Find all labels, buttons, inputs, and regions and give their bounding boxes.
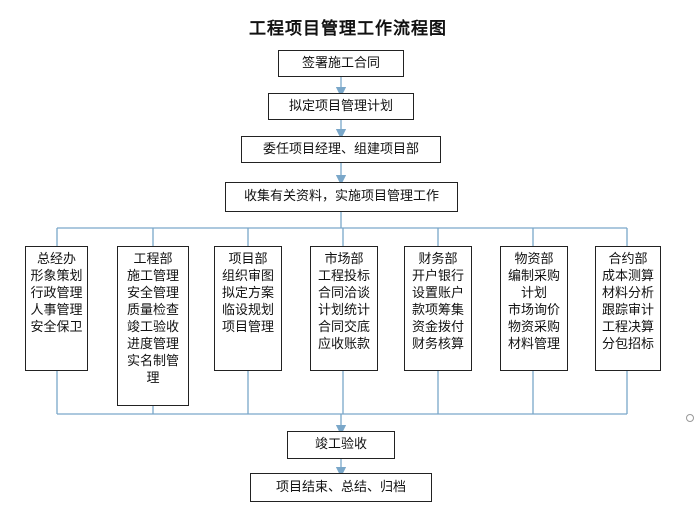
- dept-name: 工程部: [133, 252, 173, 267]
- dept-name: 合约部: [608, 252, 648, 267]
- step-implement-management-label: 收集有关资料，实施项目管理工作: [243, 189, 439, 205]
- dept-engineering: 工程部 施工管理 安全管理 质量检查 竣工验收 进度管理 实名制管 理: [117, 246, 189, 406]
- dept-duty: 组织审图: [221, 269, 274, 284]
- dept-duty: 拟定方案: [221, 286, 274, 301]
- dept-name: 物资部: [514, 252, 554, 267]
- dept-name: 总经办: [36, 252, 76, 267]
- dept-finance: 财务部 开户银行 设置账户 款项筹集 资金拨付 财务核算: [404, 246, 472, 371]
- dept-duty: 成本测算: [601, 269, 654, 284]
- dept-duty: 分包招标: [601, 337, 654, 352]
- dept-project: 项目部 组织审图 拟定方案 临设规划 项目管理: [214, 246, 282, 371]
- dept-name: 财务部: [418, 252, 458, 267]
- dept-duty: 工程决算: [601, 320, 654, 335]
- edge-circle-mark: [686, 414, 694, 422]
- step-completion-acceptance: 竣工验收: [287, 431, 395, 459]
- dept-duty: 项目管理: [221, 320, 274, 335]
- dept-duty: 行政管理: [30, 286, 83, 301]
- dept-duty: 临设规划: [221, 303, 274, 318]
- dept-duty: 安全保卫: [30, 320, 83, 335]
- step-close-archive-label: 项目结束、总结、归档: [275, 479, 406, 495]
- page-title: 工程项目管理工作流程图: [249, 19, 447, 39]
- dept-duty: 跟踪审计: [601, 303, 654, 318]
- dept-duty: 人事管理: [30, 303, 83, 318]
- dept-name: 项目部: [228, 252, 268, 267]
- dept-duty: 形象策划: [30, 269, 83, 284]
- dept-duty: 应收账款: [317, 337, 370, 352]
- dept-duty: 市场询价: [507, 303, 560, 318]
- dept-duty: 编制采购: [507, 269, 560, 284]
- dept-duty: 款项筹集: [411, 303, 464, 318]
- dept-duty: 计划统计: [317, 303, 370, 318]
- step-sign-contract: 签署施工合同: [278, 50, 404, 77]
- step-draft-plan-label: 拟定项目管理计划: [288, 98, 393, 114]
- dept-duty: 质量检查: [126, 303, 179, 318]
- step-draft-plan: 拟定项目管理计划: [268, 93, 414, 120]
- step-completion-acceptance-label: 竣工验收: [314, 437, 367, 453]
- dept-duty: 竣工验收: [126, 320, 179, 335]
- step-appoint-manager-label: 委任项目经理、组建项目部: [262, 141, 419, 157]
- dept-duty: 物资采购: [507, 320, 560, 335]
- dept-duty: 材料管理: [507, 337, 560, 352]
- step-sign-contract-label: 签署施工合同: [301, 55, 380, 71]
- dept-duty: 合同洽谈: [317, 286, 370, 301]
- dept-duty: 理: [146, 371, 160, 386]
- dept-duty: 资金拨付: [411, 320, 464, 335]
- dept-duty: 开户银行: [411, 269, 464, 284]
- dept-duty: 安全管理: [126, 286, 179, 301]
- dept-materials: 物资部 编制采购 计划 市场询价 物资采购 材料管理: [500, 246, 568, 371]
- dept-duty: 合同交底: [317, 320, 370, 335]
- step-appoint-manager: 委任项目经理、组建项目部: [241, 136, 441, 163]
- step-close-archive: 项目结束、总结、归档: [250, 473, 432, 502]
- dept-duty: 施工管理: [126, 269, 179, 284]
- dept-duty: 计划: [520, 286, 547, 301]
- dept-duty: 进度管理: [126, 337, 179, 352]
- dept-duty: 设置账户: [411, 286, 464, 301]
- dept-duty: 财务核算: [411, 337, 464, 352]
- dept-duty: 工程投标: [317, 269, 370, 284]
- dept-duty: 实名制管: [126, 354, 179, 369]
- dept-market: 市场部 工程投标 合同洽谈 计划统计 合同交底 应收账款: [310, 246, 378, 371]
- dept-general-office: 总经办 形象策划 行政管理 人事管理 安全保卫: [25, 246, 88, 371]
- step-implement-management: 收集有关资料，实施项目管理工作: [225, 182, 458, 212]
- dept-duty: 材料分析: [601, 286, 654, 301]
- dept-name: 市场部: [324, 252, 364, 267]
- dept-contracts: 合约部 成本测算 材料分析 跟踪审计 工程决算 分包招标: [595, 246, 661, 371]
